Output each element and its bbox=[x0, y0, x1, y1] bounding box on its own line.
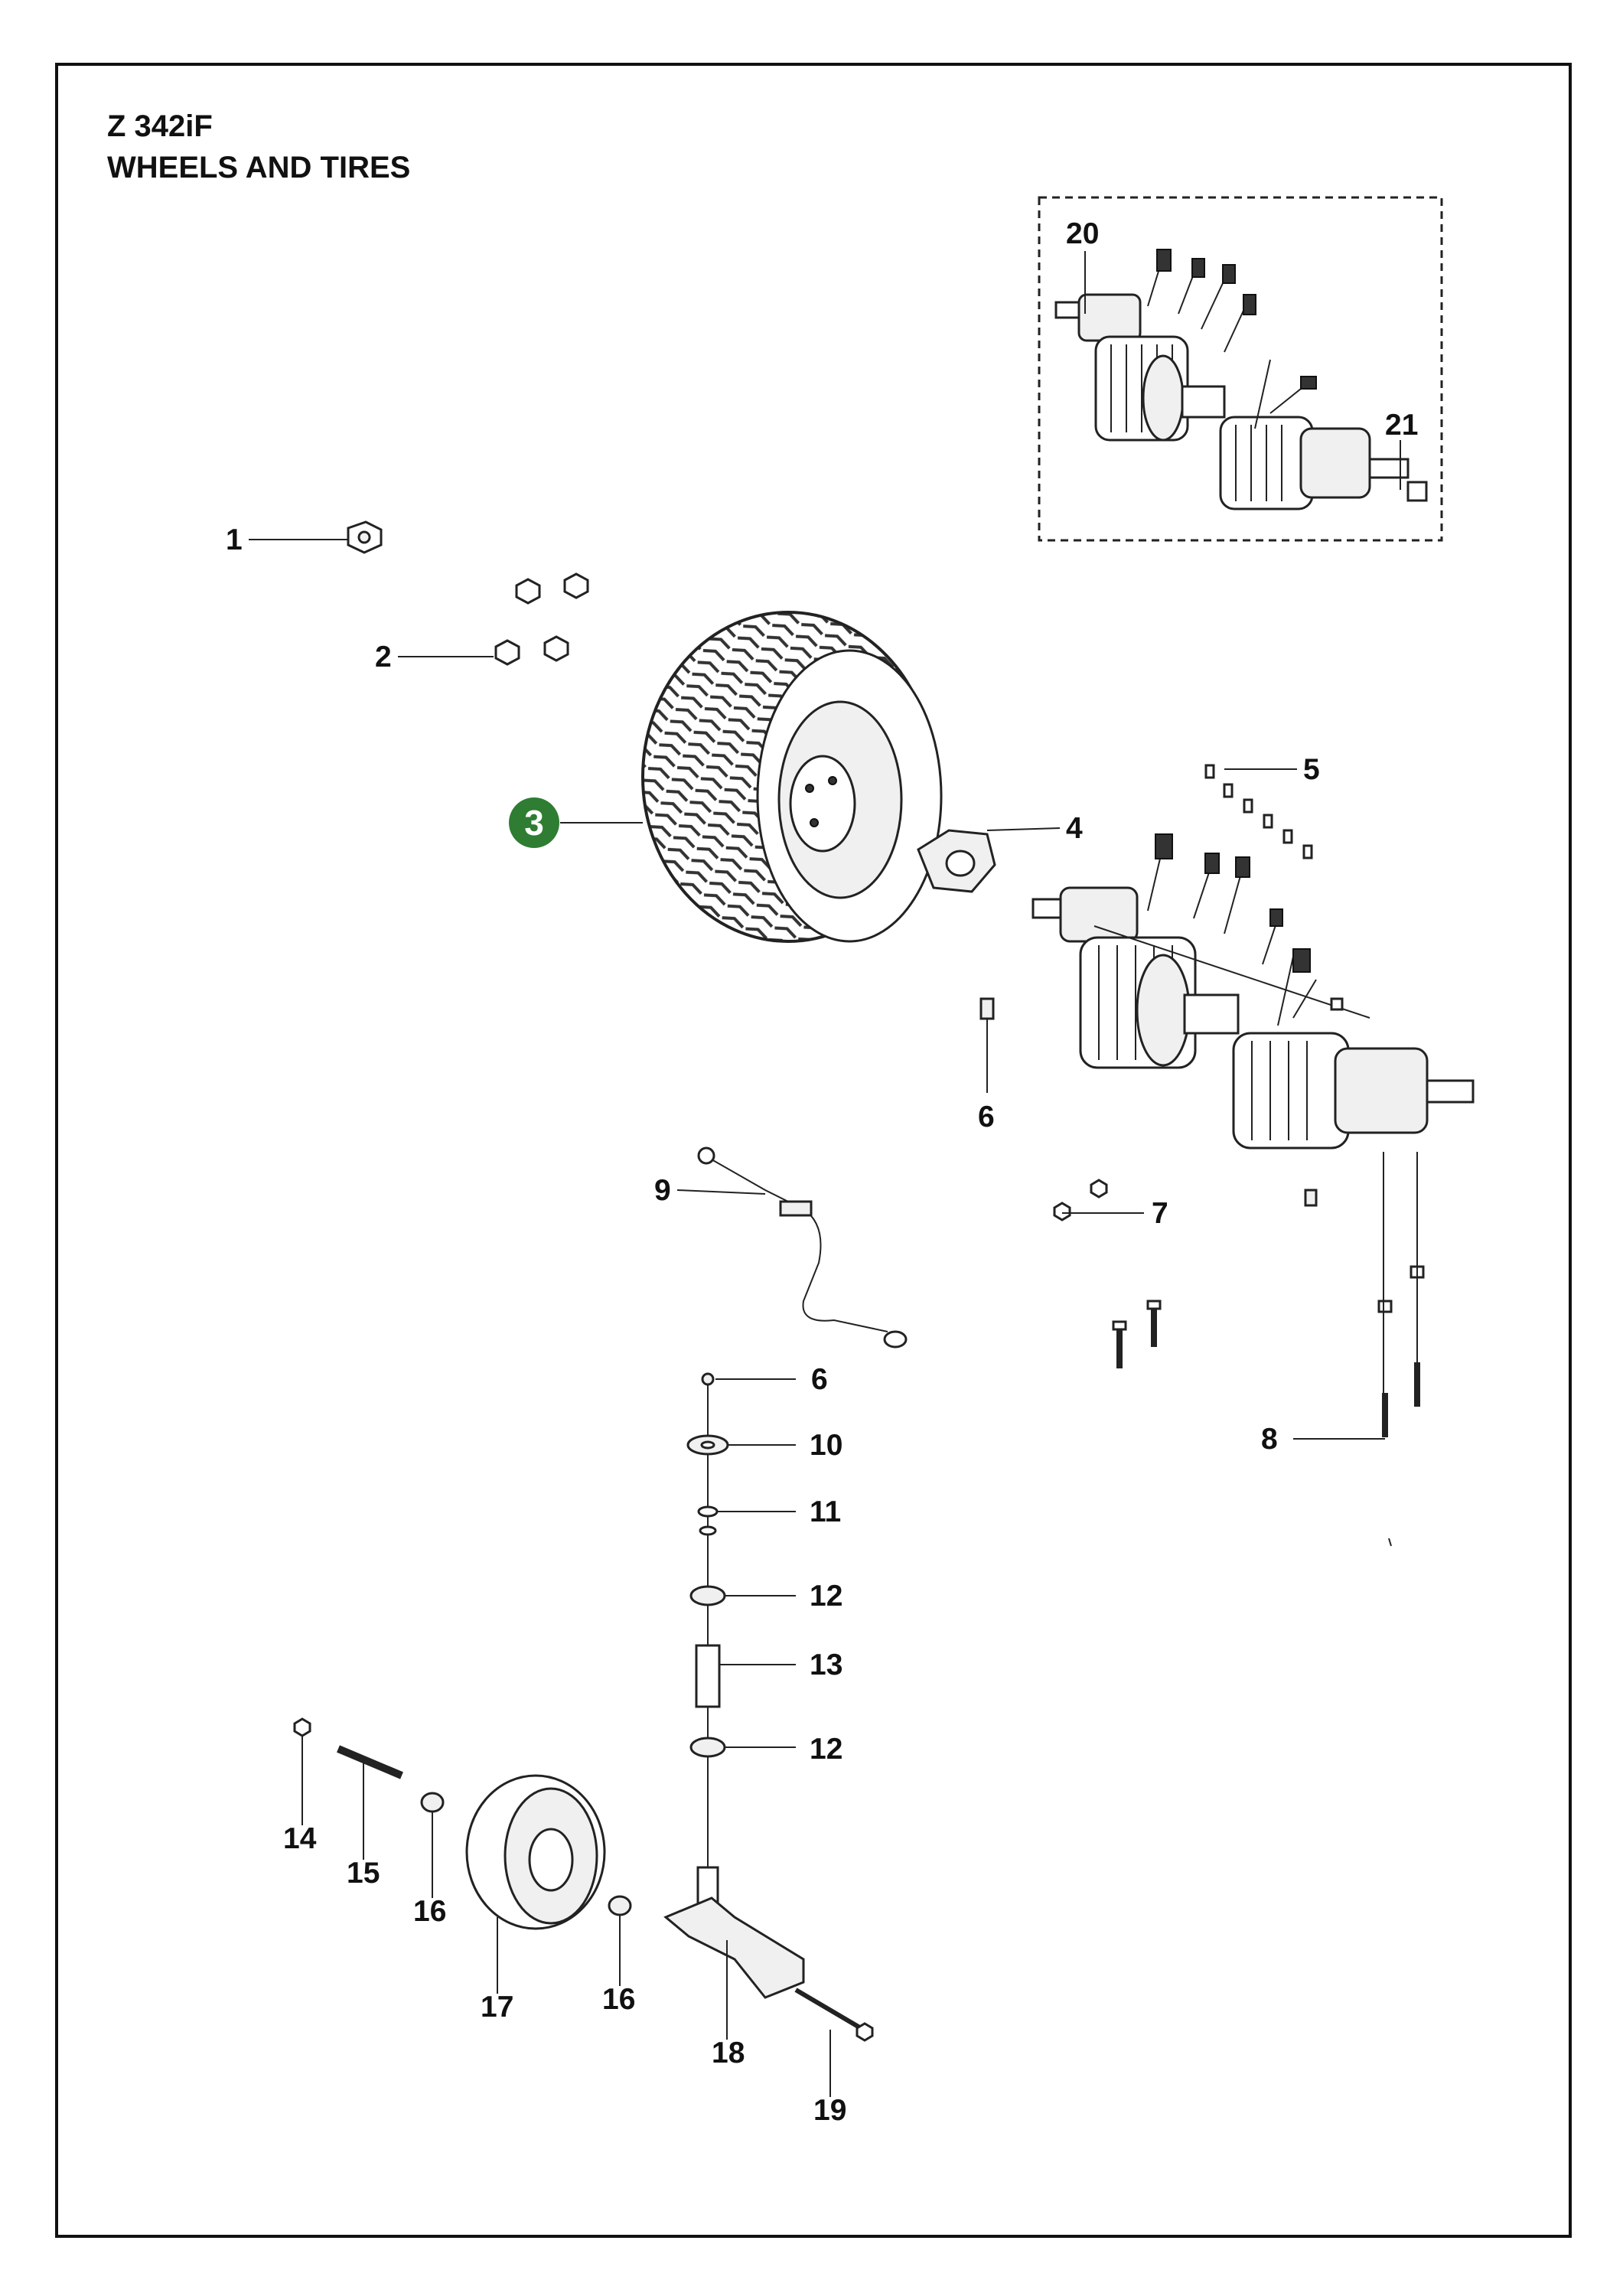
flange-nut-part-1 bbox=[347, 520, 383, 554]
model-name: Z 342iF bbox=[107, 109, 213, 143]
callout-11: 11 bbox=[810, 1495, 841, 1528]
callout-16-right: 16 bbox=[602, 1983, 635, 2016]
inset-box bbox=[1038, 196, 1443, 542]
caster-stack bbox=[686, 1385, 729, 1867]
nuts-part-7 bbox=[1053, 1179, 1318, 1221]
callout-4: 4 bbox=[1066, 812, 1083, 845]
axle-bolt-part-19 bbox=[794, 1988, 874, 2042]
callout-9: 9 bbox=[654, 1174, 671, 1207]
callout-6-upper: 6 bbox=[978, 1101, 995, 1133]
bolts-part-8 bbox=[1112, 1152, 1425, 1437]
callout-5: 5 bbox=[1303, 753, 1320, 786]
callout-12-upper: 12 bbox=[810, 1580, 842, 1613]
callout-18: 18 bbox=[712, 2037, 745, 2069]
leader-lines bbox=[249, 251, 1401, 2097]
section-name: WHEELS AND TIRES bbox=[107, 151, 411, 184]
wheel-studs-part-5 bbox=[1204, 764, 1313, 859]
lug-nuts-part-2 bbox=[494, 572, 589, 666]
sensor-cable-part-9 bbox=[697, 1146, 908, 1349]
callout-7: 7 bbox=[1152, 1197, 1168, 1230]
axle-part-15 bbox=[337, 1745, 403, 1779]
callout-8: 8 bbox=[1261, 1423, 1278, 1456]
screw-part-6 bbox=[701, 997, 995, 1386]
rear-wheel-tire-part-3 bbox=[641, 611, 943, 943]
transaxle-assembly bbox=[1031, 833, 1475, 1150]
callout-1: 1 bbox=[226, 523, 243, 556]
callout-13: 13 bbox=[810, 1649, 842, 1681]
callout-3: 3 bbox=[524, 803, 544, 843]
callout-labels: 1 2 3 4 5 6 6 7 8 9 10 11 12 12 13 14 15… bbox=[226, 217, 1418, 2127]
callout-12-lower: 12 bbox=[810, 1733, 842, 1766]
page-border bbox=[55, 63, 1572, 2238]
callout-19: 19 bbox=[813, 2094, 846, 2127]
callout-21: 21 bbox=[1385, 409, 1418, 442]
wheel-hub-part-4 bbox=[917, 829, 996, 893]
callout-3-highlight-badge bbox=[509, 797, 559, 848]
callout-17: 17 bbox=[481, 1991, 513, 2024]
caster-fork-part-18 bbox=[663, 1866, 805, 1999]
callout-20: 20 bbox=[1066, 217, 1099, 250]
callout-14: 14 bbox=[283, 1822, 317, 1855]
callout-10: 10 bbox=[810, 1429, 842, 1462]
caster-wheel-part-17 bbox=[465, 1774, 606, 1930]
axle-bolt-part-14 bbox=[293, 1717, 311, 1737]
callout-16-left: 16 bbox=[413, 1895, 446, 1928]
callout-15: 15 bbox=[347, 1857, 380, 1890]
transaxle-assembly-inset bbox=[1054, 249, 1428, 510]
callout-2: 2 bbox=[375, 641, 392, 673]
diagram-title: Z 342iF WHEELS AND TIRES bbox=[107, 106, 410, 188]
callout-6-lower: 6 bbox=[811, 1363, 828, 1396]
